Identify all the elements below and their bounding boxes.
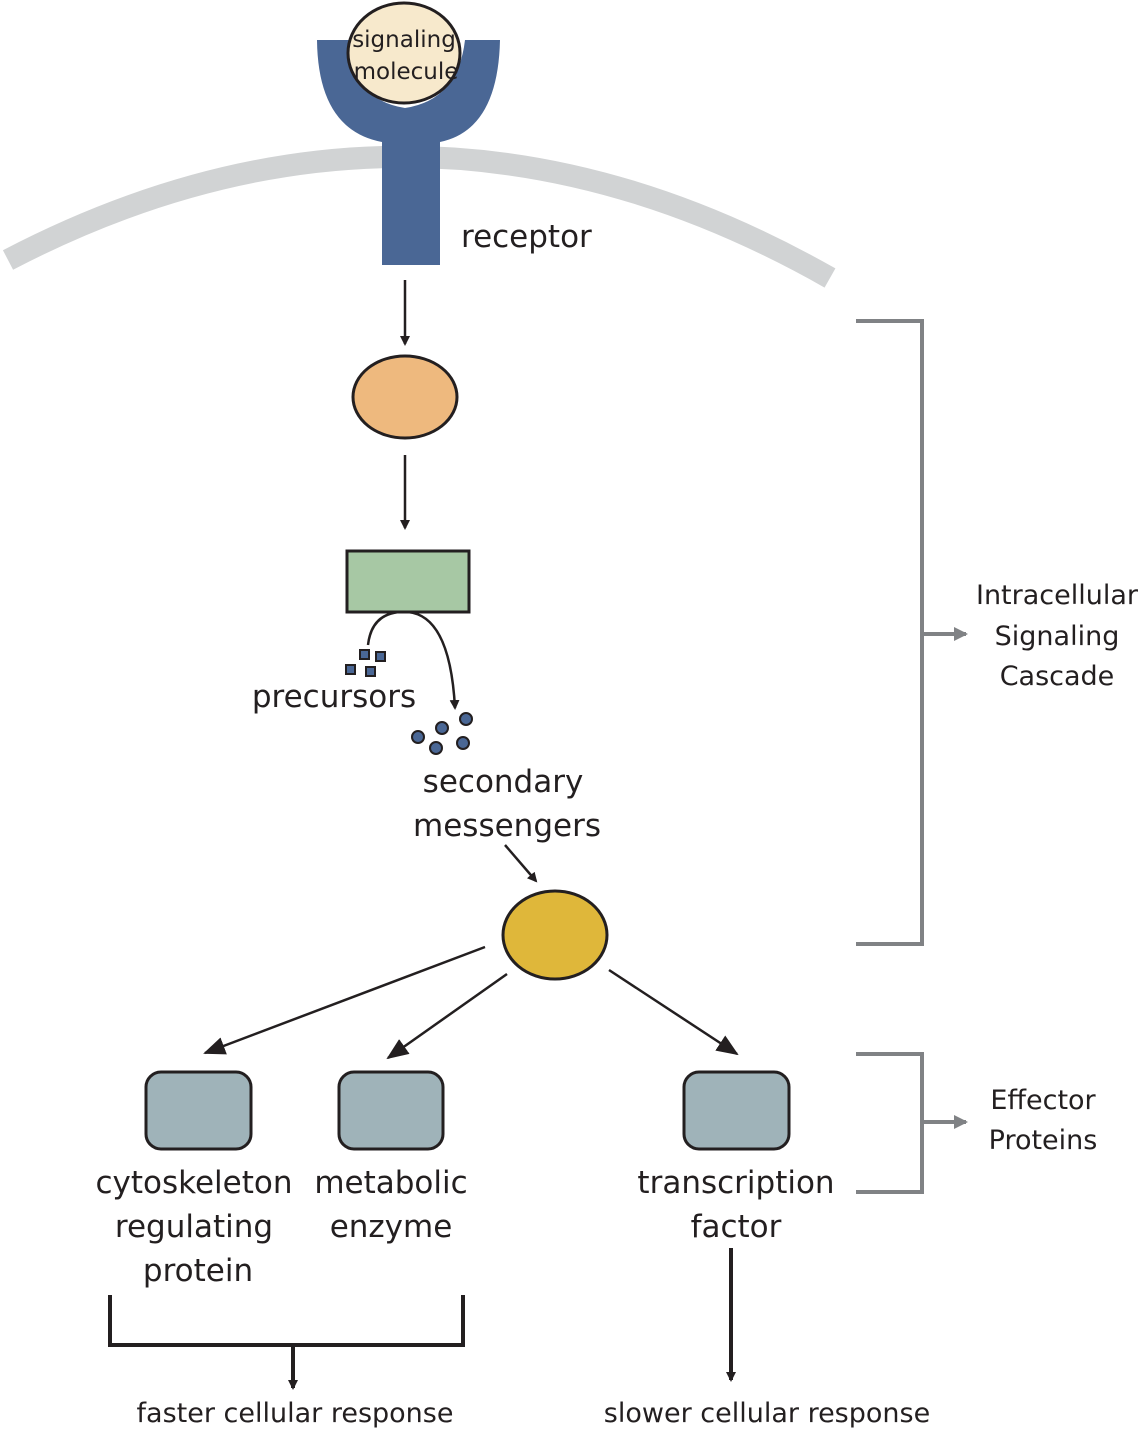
effector-proteins-label-line1: Effector [990,1085,1096,1116]
second-messenger-enzyme [345,549,471,614]
cytoskeleton-label-line2: regulating [115,1209,273,1245]
metabolic-enzyme-label-line2: enzyme [330,1209,453,1245]
slower-response-label: slower cellular response [604,1398,930,1429]
transcription-factor-box [682,1070,791,1151]
transcription-factor-label-line1: transcription [637,1165,834,1201]
arrow-icon [366,610,460,710]
signaling-molecule-label-line1: signaling [352,27,456,53]
cascade-label-line2: Signaling [995,621,1120,652]
cytoskeleton-regulating-protein-box [144,1070,253,1151]
secondary-messengers-label-line1: secondary [423,764,584,800]
arrow-icon [504,844,538,883]
cytoskeleton-label-line1: cytoskeleton [95,1165,292,1201]
cascade-label-line1: Intracellular [976,580,1139,611]
signaling-molecule-label-line2: molecule [354,59,459,85]
arrow-icon [386,972,508,1060]
cytoskeleton-label-line3: protein [143,1253,253,1289]
bracket-icon [856,319,924,946]
precursors-label: precursors [252,679,416,715]
receptor-shape [317,40,500,265]
metabolic-enzyme-box [337,1070,445,1151]
arrow-icon [608,968,739,1056]
bracket-icon [856,1052,924,1194]
transcription-factor-label-line2: factor [691,1209,782,1245]
arrow-icon [203,945,486,1055]
secondary-messenger-molecules [411,712,473,755]
effector-proteins-label-line2: Proteins [989,1125,1098,1156]
secondary-messengers-label-line2: messengers [413,808,601,844]
protein-kinase [501,889,609,981]
first-relay-protein [351,354,459,440]
signaling-molecule [346,1,462,105]
receptor-label: receptor [461,219,592,255]
bracket-icon [108,1295,465,1347]
faster-response-label: faster cellular response [137,1398,454,1429]
cascade-label-line3: Cascade [1000,661,1115,692]
metabolic-enzyme-label-line1: metabolic [314,1165,467,1201]
precursor-molecules [345,649,386,677]
